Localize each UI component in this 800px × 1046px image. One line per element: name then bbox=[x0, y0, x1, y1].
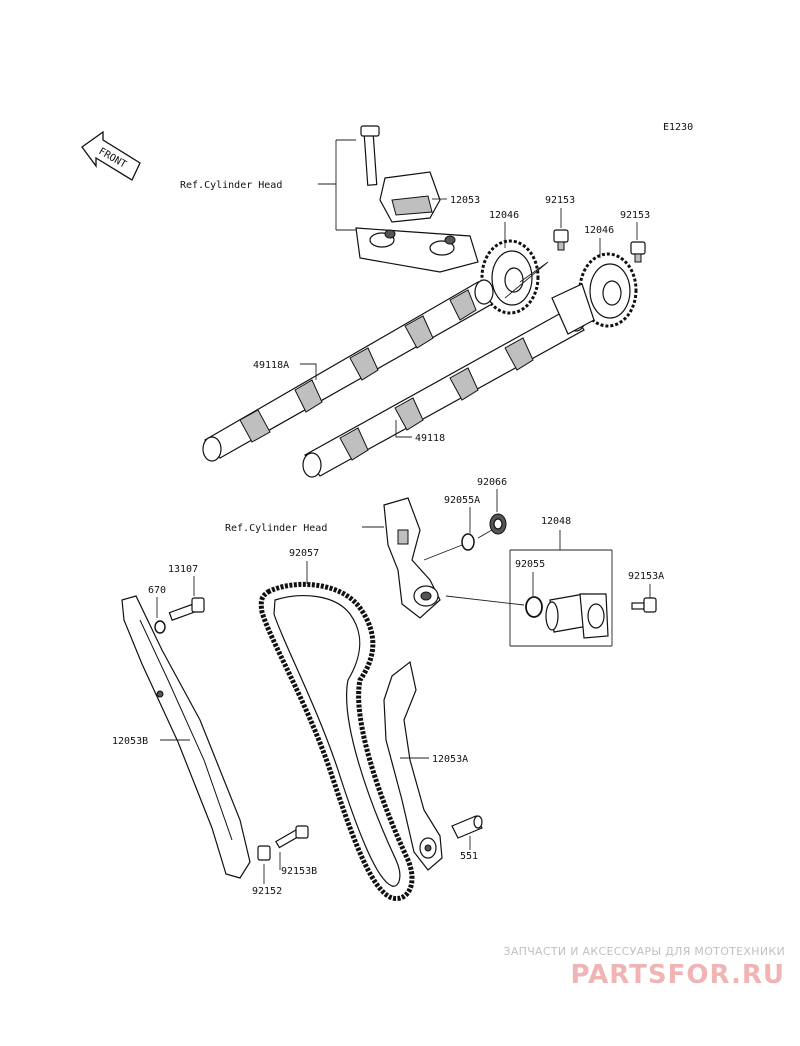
label-12053a: 12053A bbox=[432, 754, 468, 765]
watermark-tagline: ЗАПЧАСТИ И АКСЕССУАРЫ ДЛЯ МОТОТЕХНИКИ bbox=[503, 945, 785, 958]
ref-cylinder-head-top: Ref.Cylinder Head bbox=[180, 180, 282, 191]
ref-cylinder-head-mid: Ref.Cylinder Head bbox=[225, 523, 327, 534]
label-12048: 12048 bbox=[541, 516, 571, 527]
diagram-code: E1230 bbox=[663, 122, 693, 133]
oring-92055 bbox=[525, 596, 543, 618]
cam-chain-tensioner bbox=[545, 593, 609, 639]
label-92152: 92152 bbox=[252, 886, 282, 897]
sprocket-bolt-right bbox=[630, 241, 646, 263]
bolt-92153b bbox=[275, 825, 309, 849]
pin-551 bbox=[451, 815, 483, 839]
label-92153b: 92153B bbox=[281, 866, 317, 877]
label-92055: 92055 bbox=[515, 559, 545, 570]
cam-sprocket-right bbox=[578, 252, 638, 328]
label-92057: 92057 bbox=[289, 548, 319, 559]
camshaft-holder bbox=[355, 125, 479, 273]
label-12053b: 12053B bbox=[112, 736, 148, 747]
tensioner-mount bbox=[383, 497, 441, 619]
cam-chain-92057 bbox=[258, 581, 415, 901]
label-92153-left: 92153 bbox=[545, 195, 575, 206]
bolt-92153a bbox=[631, 597, 657, 613]
watermark-logo: PARTSFOR.RU bbox=[570, 960, 785, 990]
chain-guide-12053a bbox=[383, 660, 443, 871]
label-12046-right: 12046 bbox=[584, 225, 614, 236]
oring-670 bbox=[154, 620, 166, 634]
chain-guide-12053b bbox=[121, 595, 251, 879]
camshaft-49118a bbox=[202, 279, 494, 462]
sprocket-bolt-left bbox=[553, 229, 569, 251]
label-49118: 49118 bbox=[415, 433, 445, 444]
label-92153-right: 92153 bbox=[620, 210, 650, 221]
oring-92055a bbox=[461, 533, 475, 551]
label-92066: 92066 bbox=[477, 477, 507, 488]
label-12046-left: 12046 bbox=[489, 210, 519, 221]
label-13107: 13107 bbox=[168, 564, 198, 575]
label-49118a: 49118A bbox=[253, 360, 289, 371]
gasket-92066 bbox=[489, 513, 507, 535]
bolt-13107 bbox=[168, 597, 205, 621]
label-92153a: 92153A bbox=[628, 571, 664, 582]
collar-92152 bbox=[257, 845, 271, 861]
label-551: 551 bbox=[460, 851, 478, 862]
camshaft-49118 bbox=[302, 283, 595, 478]
cam-sprocket-left bbox=[480, 239, 540, 315]
label-670: 670 bbox=[148, 585, 166, 596]
label-12053: 12053 bbox=[450, 195, 480, 206]
watermark: ЗАПЧАСТИ И АКСЕССУАРЫ ДЛЯ МОТОТЕХНИКИ PA… bbox=[485, 945, 785, 990]
label-92055a: 92055A bbox=[444, 495, 480, 506]
front-arrow-icon: FRONT bbox=[81, 130, 141, 181]
